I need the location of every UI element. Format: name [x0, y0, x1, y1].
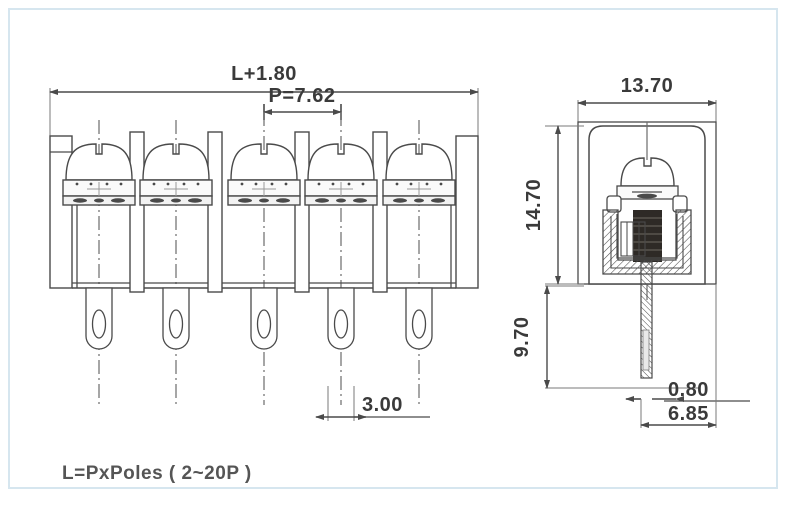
dim-overall-length-label: L+1.80	[231, 63, 297, 85]
right-end-cap	[455, 135, 479, 289]
pole-note-label: L=PxPoles ( 2~20P )	[62, 463, 252, 484]
side-section-view: 13.70	[511, 75, 750, 428]
dim-pitch-label: P=7.62	[269, 85, 336, 107]
dim-pin-length-label: 9.70	[511, 317, 533, 358]
drawing-border	[8, 8, 778, 489]
dim-pin-thickness-label: 0.80	[668, 379, 709, 401]
screw-shank	[633, 210, 662, 262]
dim-body-height: 14.70	[523, 125, 584, 285]
dim-pin-length: 9.70	[511, 285, 700, 389]
dim-pin-spacing-label: 3.00	[362, 394, 403, 416]
metal-clamp-section	[602, 209, 692, 275]
dim-overall-length: L+1.80	[49, 63, 479, 95]
dim-pin-spacing: 3.00	[315, 386, 430, 421]
dim-side-width: 13.70	[577, 75, 717, 130]
solder-pins	[85, 287, 433, 350]
screw-head	[620, 157, 675, 187]
dim-pin-offset: 6.85	[640, 284, 717, 428]
dim-body-height-label: 14.70	[523, 179, 545, 232]
solder-pin-leg	[640, 261, 653, 379]
dim-pin-offset-label: 6.85	[668, 403, 709, 425]
dim-pitch: P=7.62	[263, 85, 342, 120]
dim-side-width-label: 13.70	[621, 75, 674, 97]
dim-pin-thickness: 0.80	[625, 379, 750, 402]
front-elevation-view: L+1.80 P=7.62	[49, 63, 479, 484]
pole-assemblies	[62, 143, 456, 206]
